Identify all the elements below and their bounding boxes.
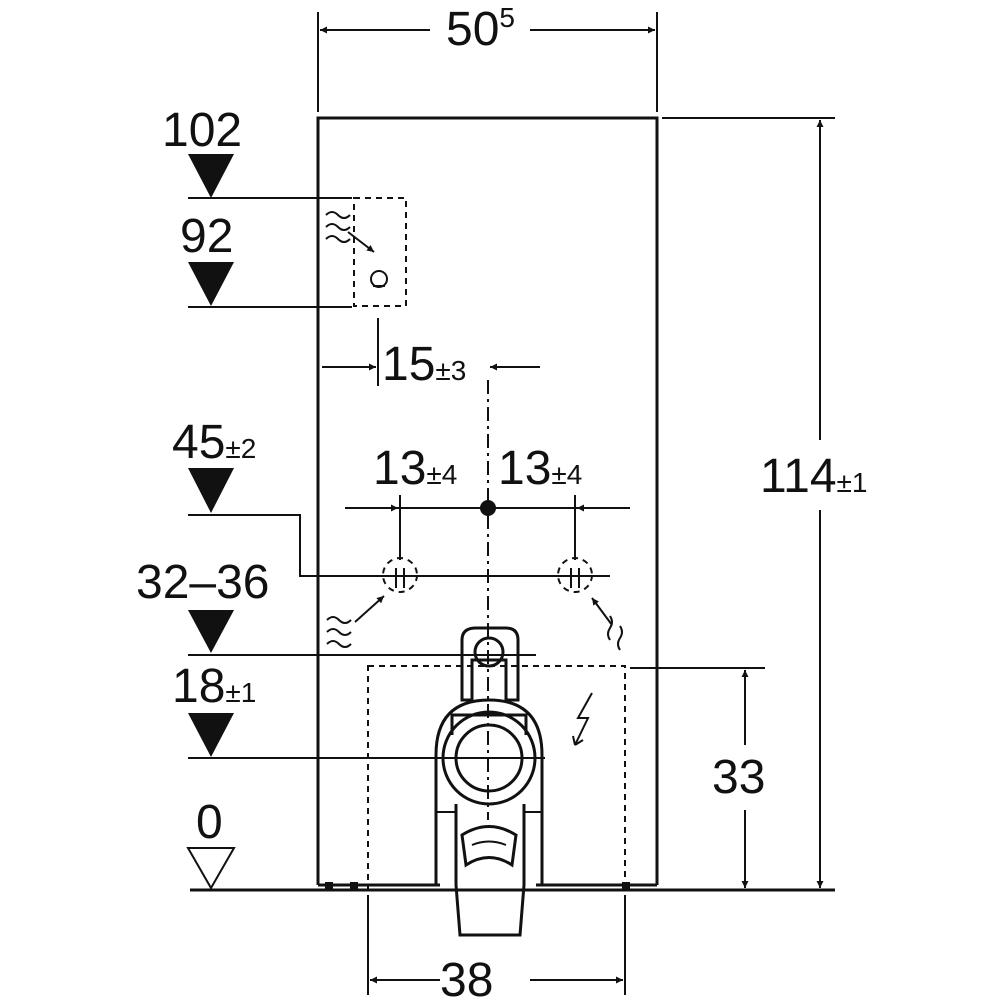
connection-right bbox=[557, 557, 593, 593]
level-45-leader bbox=[188, 514, 610, 577]
level-18-label: 18±1 bbox=[172, 660, 256, 713]
drain-assembly bbox=[434, 626, 544, 937]
connection-left bbox=[382, 557, 418, 593]
level-92-triangle bbox=[188, 262, 234, 306]
water-inlet-icon bbox=[325, 211, 388, 288]
water-flow-right-icon bbox=[591, 597, 623, 651]
level-102-triangle bbox=[188, 154, 234, 198]
water-flow-left-icon bbox=[326, 595, 385, 648]
level-0-label: 0 bbox=[196, 796, 223, 849]
height-total-label: 114±1 bbox=[760, 450, 867, 503]
water-inlet-box bbox=[353, 197, 407, 307]
level-45-triangle bbox=[188, 468, 234, 513]
center-dot bbox=[480, 500, 496, 516]
foot-mid bbox=[350, 882, 358, 890]
electrical-icon bbox=[572, 692, 593, 746]
installation-zone bbox=[367, 665, 626, 891]
level-32-36-label: 32–36 bbox=[136, 556, 269, 609]
foot-left bbox=[325, 882, 333, 890]
offset-15-label: 15±3 bbox=[382, 338, 466, 391]
level-18-triangle bbox=[188, 713, 234, 757]
level-92-label: 92 bbox=[180, 210, 233, 263]
width-main-label: 505 bbox=[446, 2, 515, 56]
spacing-left-label: 13±4 bbox=[373, 442, 457, 495]
width-38-label: 38 bbox=[440, 954, 493, 1000]
level-45-label: 45±2 bbox=[172, 416, 256, 469]
height-33-label: 33 bbox=[712, 751, 765, 804]
spacing-right-label: 13±4 bbox=[498, 442, 582, 495]
level-0-triangle bbox=[186, 847, 236, 891]
level-102-label: 102 bbox=[162, 104, 242, 157]
level-32-36-triangle bbox=[188, 610, 234, 653]
module-body bbox=[316, 116, 659, 887]
